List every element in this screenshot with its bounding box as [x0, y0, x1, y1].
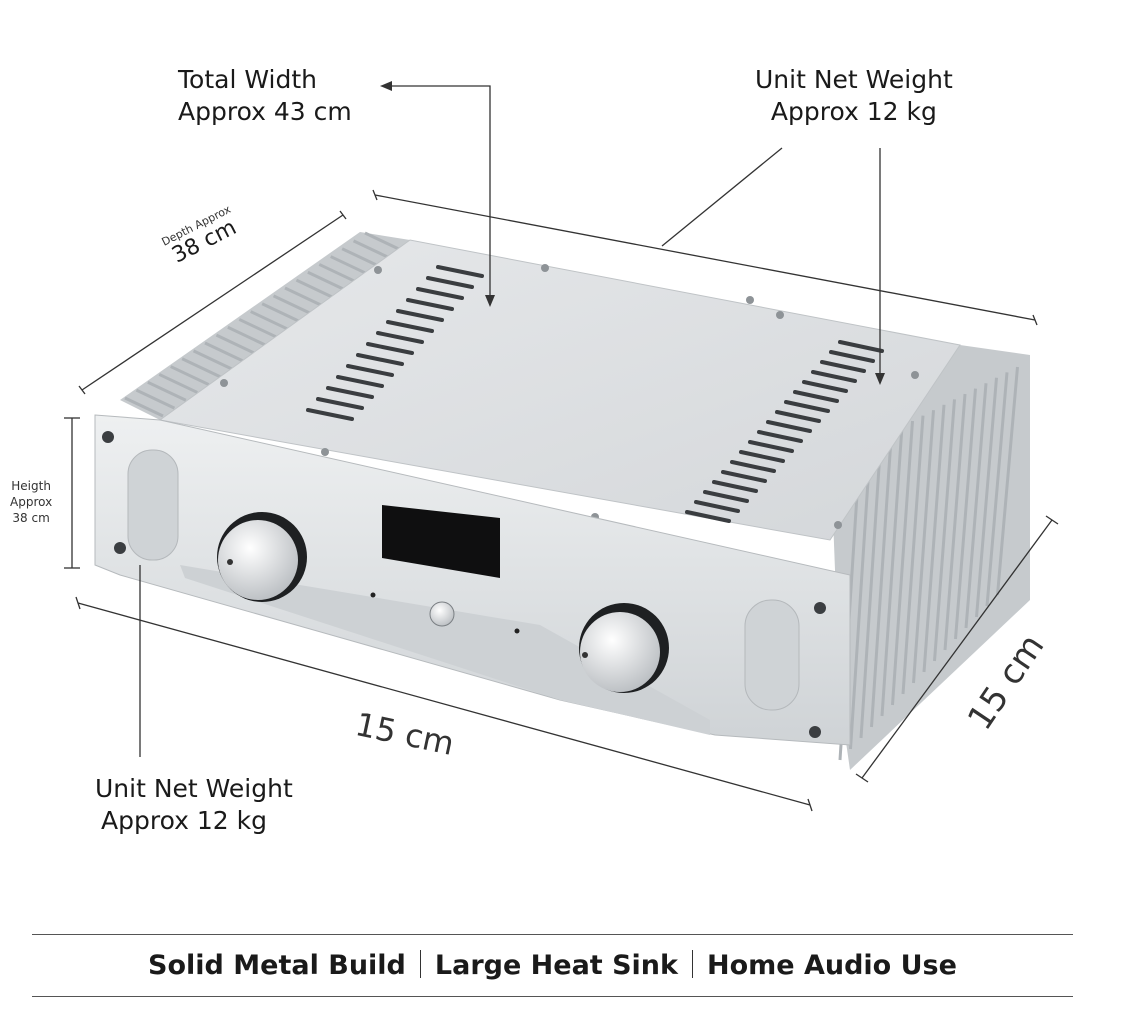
- front-screws: [102, 431, 826, 738]
- net-weight-label-bottom: Unit Net Weight Approx 12 kg: [95, 773, 293, 837]
- height-approx: Approx: [10, 495, 53, 509]
- left-handle: [127, 449, 179, 561]
- total-width-title: Total Width: [178, 65, 317, 94]
- height-label: Heigth Approx 38 cm: [10, 478, 52, 526]
- net-weight-value-bottom: Approx 12 kg: [101, 806, 267, 835]
- net-weight-label-top: Unit Net Weight Approx 12 kg: [755, 64, 953, 128]
- feature-separator: [419, 950, 421, 978]
- net-weight-value-top: Approx 12 kg: [770, 97, 937, 126]
- feature-separator: [691, 950, 693, 978]
- feature-heat-sink: Large Heat Sink: [434, 950, 678, 981]
- left-heat-sink: [120, 231, 410, 420]
- power-button: [429, 601, 455, 627]
- footer-top-rule: [32, 934, 1073, 935]
- footer-bottom-rule: [32, 996, 1073, 997]
- right-handle: [744, 599, 800, 711]
- feature-solid-metal: Solid Metal Build: [148, 950, 406, 981]
- display-screen: [382, 505, 500, 578]
- callout-arrowheads: [380, 81, 885, 385]
- vent-slots: [306, 265, 884, 523]
- height-value: 38 cm: [12, 511, 50, 525]
- net-weight-title-bottom: Unit Net Weight: [95, 774, 293, 803]
- total-width-label: Total Width Approx 43 cm: [178, 64, 352, 128]
- dimension-lines: [64, 85, 1059, 812]
- total-width-value: Approx 43 cm: [178, 97, 352, 126]
- right-input-knob: [579, 603, 669, 693]
- left-volume-knob: [217, 512, 307, 602]
- feature-strip: Solid Metal Build Large Heat Sink Home Aud…: [32, 948, 1073, 984]
- height-title: Heigth: [11, 479, 51, 493]
- net-weight-title-top: Unit Net Weight: [755, 65, 953, 94]
- top-cover: [158, 239, 961, 541]
- feature-home-audio: Home Audio Use: [706, 950, 957, 981]
